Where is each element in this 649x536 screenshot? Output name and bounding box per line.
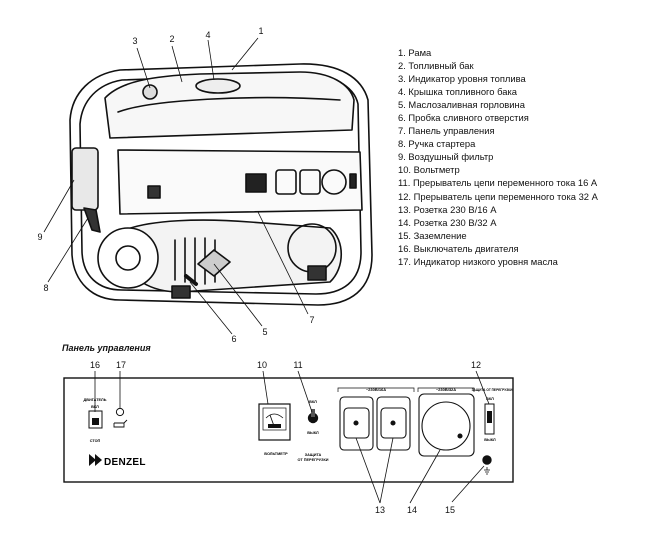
breaker-off-label: ВЫКЛ: [307, 431, 319, 435]
low-oil-indicator-light: [115, 407, 125, 417]
callout-3: 3: [132, 36, 137, 46]
ground-terminal: [482, 455, 492, 465]
outlet-16a-left: [339, 396, 374, 451]
engine-fan-hub: [115, 245, 141, 271]
foot-right: [307, 265, 327, 281]
control-panel-drawing: ДВИГАТЕЛЬ ВКЛ СТОП DENZEL ВОЛЬТМЕТР ВКЛ …: [63, 377, 514, 483]
parts-list-item: 14. Розетка 230 В/32 А: [398, 216, 497, 228]
brand-logo: DENZEL: [89, 454, 146, 468]
engine-stop-label: СТОП: [90, 439, 101, 443]
parts-list: 1. Рама 2. Топливный бак 3. Индикатор ур…: [398, 46, 598, 268]
outlet-32a: [418, 393, 475, 457]
panel-breaker: [349, 173, 357, 189]
parts-list-item: 9. Воздушный фильтр: [398, 151, 494, 163]
engine-switch-rocker: [92, 418, 99, 425]
fuel-level-indicator: [142, 84, 158, 100]
panel-voltmeter: [245, 173, 267, 193]
breaker-on-label: ВКЛ: [309, 400, 317, 404]
parts-list-item: 12. Прерыватель цепи переменного тока 32…: [398, 190, 598, 202]
parts-list-item: 8. Ручка стартера: [398, 138, 476, 150]
callout-9: 9: [37, 232, 42, 242]
drain-plug: [184, 274, 198, 286]
callout-14: 14: [407, 505, 417, 515]
voltmeter-scale: [265, 413, 284, 419]
callout-6: 6: [231, 334, 236, 344]
leader-lines-top: [43, 37, 309, 335]
breaker-16a: [307, 412, 319, 424]
generator-illustration: [69, 63, 373, 306]
parts-list-item: 15. Заземление: [398, 229, 467, 241]
callout-5: 5: [262, 327, 267, 337]
parts-list-item: 16. Выключатель двигателя: [398, 242, 519, 254]
outlet-16a-right: [376, 396, 411, 451]
callout-8: 8: [43, 283, 48, 293]
brand-mark-icon: [89, 454, 102, 466]
breaker-16a-button: [311, 409, 315, 417]
engine-cooling-fan: [97, 227, 159, 289]
panel-outlet-1: [275, 169, 297, 195]
leader-lines-panel: [94, 370, 490, 504]
callout-1: 1: [258, 26, 263, 36]
parts-list-item: 17. Индикатор низкого уровня масла: [398, 255, 558, 267]
engine-fins: [174, 237, 216, 285]
oil-filler: [197, 249, 231, 277]
protection32-label: ЗАЩИТА ОТ ПЕРЕГРУЗКИ: [472, 388, 514, 392]
callout-4: 4: [205, 30, 210, 40]
parts-list-item: 11. Прерыватель цепи переменного тока 16…: [398, 177, 598, 189]
callout-10: 10: [257, 360, 267, 370]
outlet32-label: ~230В/32А: [436, 387, 456, 392]
callout-13: 13: [375, 505, 385, 515]
parts-list-item: 3. Индикатор уровня топлива: [398, 73, 526, 85]
oil-can-icon: [113, 419, 128, 428]
control-panel-box: [117, 149, 363, 215]
ground-icon: [484, 467, 490, 475]
panel-switch: [147, 185, 161, 199]
callout-2: 2: [169, 34, 174, 44]
callout-12: 12: [471, 360, 481, 370]
starter-handle: [83, 207, 101, 233]
panel-outlet-3: [321, 169, 347, 195]
outlet16-bracket: [337, 387, 415, 392]
protection-label-1: ЗАЩИТА: [305, 453, 322, 457]
parts-list-item: 2. Топливный бак: [398, 60, 474, 72]
callout-11: 11: [293, 360, 302, 370]
parts-list-item: 10. Вольтметр: [398, 164, 460, 176]
panel-title: Панель управления: [62, 343, 151, 353]
parts-list-item: 13. Розетка 230 В/16 А: [398, 203, 497, 215]
fuel-tank-cap: [195, 78, 241, 94]
outlet16-label: ~230В/16А: [366, 387, 386, 392]
breaker32-off-label: ВЫКЛ: [484, 438, 496, 442]
breaker32-on-label: ВКЛ: [486, 397, 494, 401]
parts-list-item: 7. Панель управления: [398, 125, 495, 137]
frame-inner: [79, 73, 362, 295]
parts-list-item: 4. Крышка топливного бака: [398, 86, 517, 98]
callout-16: 16: [90, 360, 100, 370]
fuel-tank: [104, 71, 355, 139]
frame: [69, 63, 373, 306]
fuel-tank-ridge: [117, 96, 341, 113]
callout-17: 17: [116, 360, 126, 370]
callout-7: 7: [309, 315, 314, 325]
parts-list-item: 5. Маслозаливная горловина: [398, 99, 525, 111]
callouts-top: 1 2 3 4 5 6 7 8 9: [37, 26, 314, 344]
callout-15: 15: [445, 505, 455, 515]
panel-outlet-2: [299, 169, 321, 195]
callouts-panel: 16 17 10 11 12 13 14 15: [90, 360, 481, 515]
brand-name: DENZEL: [104, 457, 146, 468]
voltmeter-label: ВОЛЬТМЕТР: [264, 452, 288, 456]
voltmeter-base: [268, 424, 281, 428]
parts-list-item: 1. Рама: [398, 47, 432, 58]
breaker-32a-lever: [487, 411, 492, 423]
parts-list-item: 6. Пробка сливного отверстия: [398, 112, 529, 124]
foot-left: [171, 285, 191, 299]
protection-label-2: ОТ ПЕРЕГРУЗКИ: [297, 458, 328, 462]
outlet32-bracket: [417, 387, 475, 392]
air-filter: [71, 147, 99, 211]
